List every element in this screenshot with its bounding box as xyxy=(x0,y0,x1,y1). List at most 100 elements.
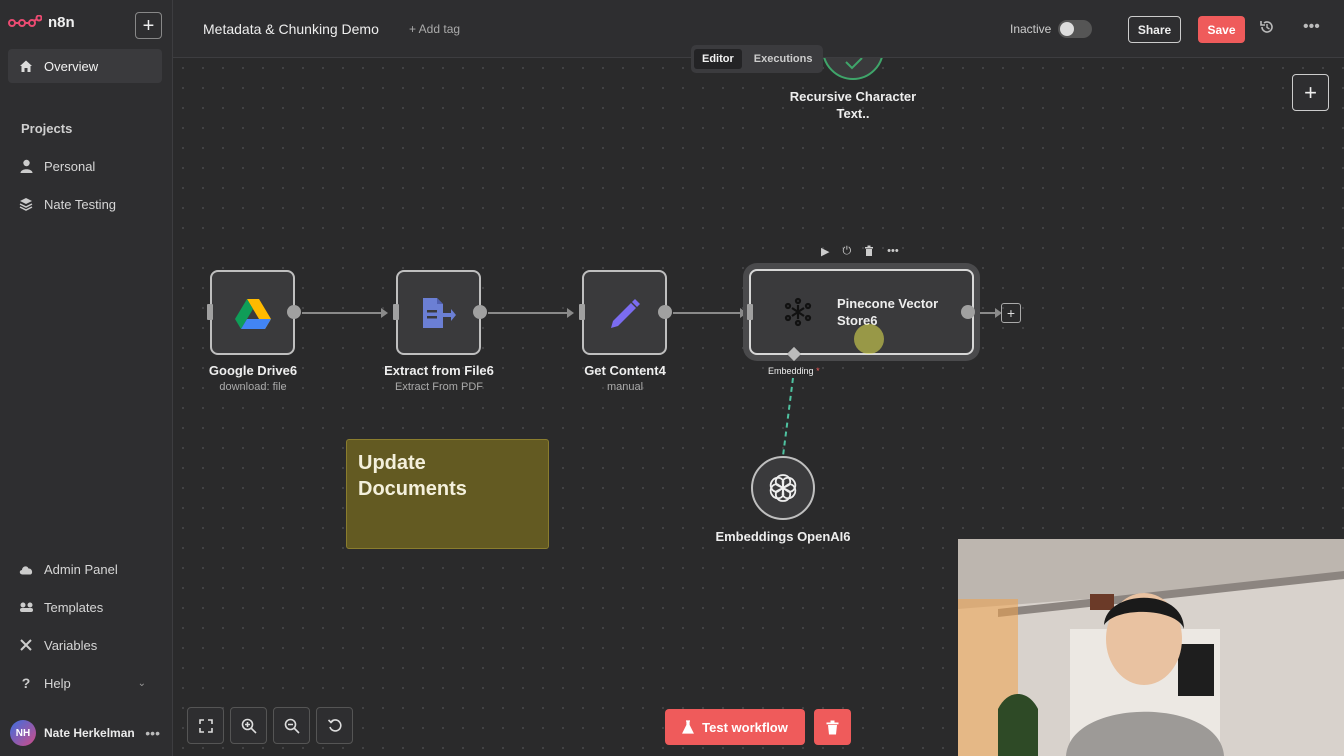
input-port[interactable] xyxy=(747,304,753,320)
node-title: Extract from File6 xyxy=(384,363,494,378)
n8n-logo-icon xyxy=(8,14,42,27)
embedding-label-text: Embedding xyxy=(768,366,814,376)
reset-zoom-button[interactable] xyxy=(316,707,353,744)
output-port[interactable] xyxy=(287,305,301,319)
workflow-title[interactable]: Metadata & Chunking Demo xyxy=(203,21,379,37)
flask-icon xyxy=(682,720,695,734)
google-drive-icon xyxy=(234,298,271,329)
test-workflow-button[interactable]: Test workflow xyxy=(665,709,805,745)
zoom-in-icon xyxy=(241,718,257,734)
status-label: Inactive xyxy=(1010,22,1052,36)
recursive-splitter-node[interactable] xyxy=(822,58,884,80)
avatar: NH xyxy=(10,720,36,746)
node-title: Pinecone Vector Store6 xyxy=(837,296,939,328)
connection-edge[interactable] xyxy=(488,308,574,318)
openai-icon xyxy=(769,474,797,502)
variables-icon xyxy=(18,637,34,653)
node-title: Get Content4 xyxy=(584,363,666,378)
active-toggle[interactable] xyxy=(1058,20,1092,38)
zoom-out-button[interactable] xyxy=(273,707,310,744)
node-subtitle: download: file xyxy=(219,381,287,393)
webcam-overlay xyxy=(958,539,1344,756)
required-mark: * xyxy=(816,366,820,376)
output-port[interactable] xyxy=(658,305,672,319)
user-menu[interactable]: NH Nate Herkelman ••• xyxy=(10,720,160,746)
output-port[interactable] xyxy=(473,305,487,319)
connection-edge[interactable] xyxy=(302,308,388,318)
home-icon xyxy=(18,58,34,74)
pencil-icon xyxy=(610,298,640,328)
node-title: Recursive Character Text.. xyxy=(789,89,917,121)
pinecone-icon xyxy=(784,297,812,327)
toggle-knob xyxy=(1060,22,1074,36)
sidebar-item-label: Overview xyxy=(44,58,99,74)
node-toolbar: ▶ ⏻ ••• xyxy=(821,245,899,259)
trash-icon[interactable] xyxy=(864,245,874,259)
layers-icon xyxy=(18,196,34,212)
trash-icon xyxy=(826,720,839,734)
connection-edge[interactable] xyxy=(974,308,1002,318)
sidebar-item-label: Admin Panel xyxy=(44,561,118,577)
sticky-note-text: Update Documents xyxy=(358,452,467,500)
user-name: Nate Herkelman xyxy=(44,726,135,740)
add-tag-link[interactable]: + Add tag xyxy=(409,22,461,36)
fit-view-button[interactable] xyxy=(187,707,224,744)
user-icon xyxy=(18,158,34,174)
node-title: Embeddings OpenAI6 xyxy=(715,529,851,544)
sidebar-item-variables[interactable]: Variables xyxy=(8,628,162,662)
input-port[interactable] xyxy=(207,304,213,320)
node-embeddings-openai[interactable] xyxy=(751,456,815,520)
logo-text: n8n xyxy=(48,14,75,31)
create-button[interactable]: + xyxy=(135,12,162,39)
sidebar-item-nate-testing[interactable]: Nate Testing xyxy=(8,187,162,221)
n8n-logo[interactable]: n8n xyxy=(8,14,75,31)
test-workflow-label: Test workflow xyxy=(702,719,788,735)
recursive-node-label: Recursive Character Text.. xyxy=(773,88,933,122)
sidebar-item-help[interactable]: ? Help ⌄ xyxy=(8,666,162,700)
more-options-icon[interactable]: ••• xyxy=(1303,18,1320,35)
fullscreen-icon xyxy=(198,718,213,733)
node-subtitle: Extract From PDF xyxy=(394,381,483,393)
node-title: Google Drive6 xyxy=(208,363,298,378)
power-icon[interactable]: ⏻ xyxy=(842,245,852,257)
tab-executions[interactable]: Executions xyxy=(753,53,813,65)
sidebar-item-label: Variables xyxy=(44,637,98,653)
cursor-highlight xyxy=(854,324,884,354)
zoom-out-icon xyxy=(284,718,300,734)
share-button[interactable]: Share xyxy=(1128,16,1181,43)
more-icon[interactable]: ••• xyxy=(887,245,899,257)
node-extract-from-file[interactable] xyxy=(396,270,481,355)
workflow-canvas[interactable]: Recursive Character Text.. Google Drive6… xyxy=(173,58,1344,756)
sidebar-item-templates[interactable]: Templates xyxy=(8,590,162,624)
more-icon[interactable]: ••• xyxy=(145,725,160,741)
input-port[interactable] xyxy=(393,304,399,320)
clear-execution-button[interactable] xyxy=(814,709,851,745)
cloud-icon xyxy=(18,561,34,577)
connection-edge[interactable] xyxy=(673,308,747,318)
question-icon: ? xyxy=(21,675,31,691)
input-port[interactable] xyxy=(579,304,585,320)
output-port[interactable] xyxy=(961,305,975,319)
play-icon[interactable]: ▶ xyxy=(821,246,830,258)
zoom-in-button[interactable] xyxy=(230,707,267,744)
save-button[interactable]: Save xyxy=(1198,16,1245,43)
history-icon[interactable] xyxy=(1259,19,1275,40)
sidebar-item-label: Nate Testing xyxy=(44,196,117,212)
sidebar-item-admin-panel[interactable]: Admin Panel xyxy=(8,552,162,586)
add-node-button[interactable]: + xyxy=(1001,303,1021,323)
undo-icon xyxy=(327,718,342,732)
tab-editor[interactable]: Editor xyxy=(694,49,742,69)
sidebar-item-label: Personal xyxy=(44,158,96,174)
node-google-drive[interactable] xyxy=(210,270,295,355)
sidebar-item-personal[interactable]: Personal xyxy=(8,149,162,183)
add-node-panel-button[interactable]: + xyxy=(1292,74,1329,111)
mode-tabs: Editor Executions xyxy=(691,45,824,73)
projects-heading: Projects xyxy=(21,121,73,136)
sidebar-item-overview[interactable]: Overview xyxy=(8,49,162,83)
embedding-connection[interactable] xyxy=(773,376,803,460)
node-get-content[interactable] xyxy=(582,270,667,355)
node-subtitle: manual xyxy=(606,381,644,393)
sidebar: n8n + Overview Projects Personal Nate Te… xyxy=(0,0,173,756)
sticky-note[interactable]: Update Documents xyxy=(346,439,549,549)
